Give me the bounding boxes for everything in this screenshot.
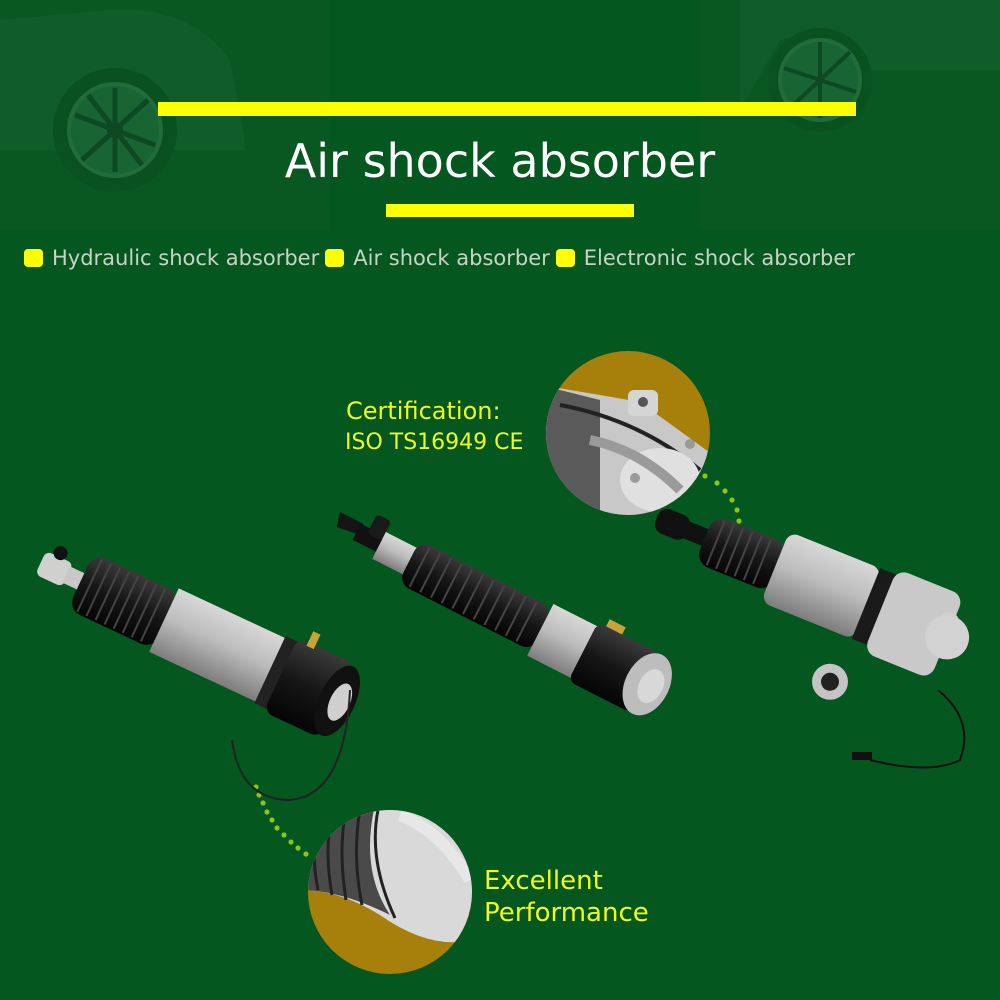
sensor-cable-right [869, 689, 966, 769]
shock-absorber-left [37, 546, 360, 737]
type-label: Air shock absorber [353, 246, 550, 270]
performance-line-2: Performance [484, 898, 649, 928]
absorber-type-list: Hydraulic shock absorber Air shock absor… [24, 243, 861, 273]
certification-detail-photo [546, 351, 710, 515]
page-title: Air shock absorber [284, 134, 716, 188]
certification-title: Certification: [346, 397, 501, 425]
yellow-square-bullet-icon [325, 249, 345, 267]
type-label: Electronic shock absorber [583, 246, 855, 270]
type-item-electronic: Electronic shock absorber [555, 243, 855, 273]
dotted-connector-performance [253, 784, 309, 857]
performance-detail-photo [308, 810, 472, 974]
title-underline-bar [386, 204, 634, 217]
certification-value: ISO TS16949 CE [345, 430, 524, 455]
shock-absorber-middle [336, 512, 672, 716]
yellow-square-bullet-icon [24, 249, 43, 267]
sensor-cable-left [231, 689, 351, 802]
type-label: Hydraulic shock absorber [52, 246, 320, 270]
top-accent-bar [158, 102, 856, 116]
yellow-square-bullet-icon [555, 249, 575, 267]
performance-line-1: Excellent [484, 866, 603, 896]
type-item-hydraulic: Hydraulic shock absorber [24, 243, 319, 273]
shock-absorber-right [654, 508, 970, 700]
type-item-air: Air shock absorber [325, 243, 550, 273]
